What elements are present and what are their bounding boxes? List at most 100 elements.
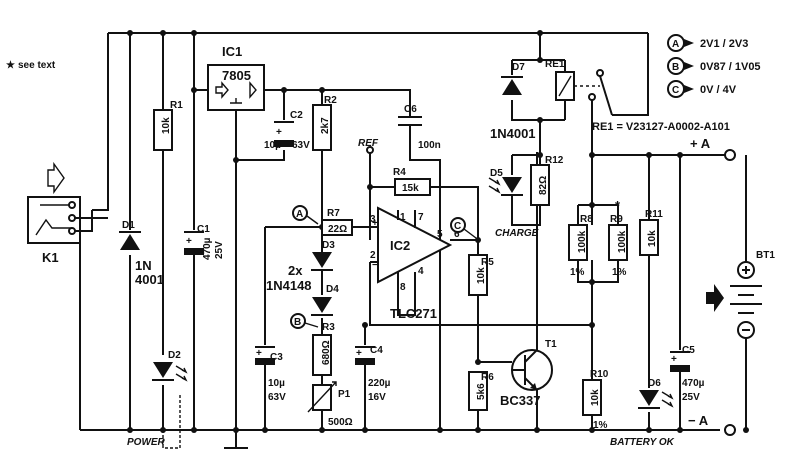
label-c3-ref: C3 <box>270 352 283 363</box>
svg-text:+: + <box>256 348 262 359</box>
ic2-pin-7: 7 <box>418 212 424 223</box>
resistor-r8 <box>568 224 588 261</box>
resistor-r7 <box>321 219 353 236</box>
resistor-r2 <box>312 104 332 151</box>
label-ref: REF <box>358 138 379 149</box>
power-input-icon <box>47 161 65 195</box>
label-d1-ref: D1 <box>122 220 135 231</box>
label-d7-value: 1N4001 <box>490 126 536 141</box>
legend-value-c: 0V / 4V <box>700 84 737 96</box>
capacitor-c3: + <box>255 346 275 365</box>
label-r9-mark: * <box>615 198 621 213</box>
capacitor-c6 <box>398 116 422 126</box>
label-d4: D4 <box>326 284 339 295</box>
svg-text:C: C <box>672 85 679 96</box>
label-c2-ref: C2 <box>290 110 303 121</box>
label-r11-value: 10k <box>647 230 658 247</box>
label-c4-ref: C4 <box>370 345 383 356</box>
relay-note: RE1 = V23127-A0002-A101 <box>592 121 730 133</box>
ic2-pin-5: 5 <box>437 229 443 240</box>
label-battery-ok: BATTERY OK <box>610 437 675 448</box>
label-t1-value: BC337 <box>500 393 540 408</box>
label-r10-value: 10k <box>590 389 601 406</box>
svg-text:B: B <box>294 317 301 328</box>
terminal-minus <box>724 424 736 436</box>
label-r3-ref: R3 <box>322 322 335 333</box>
ic2-pin-1: 1 <box>400 212 406 223</box>
label-c1-value-2: 25V <box>214 241 225 259</box>
label-r9-ref: R9 <box>610 214 623 225</box>
label-r5-ref: R5 <box>481 257 494 268</box>
led-d5 <box>488 177 523 196</box>
capacitor-c1: + <box>184 231 204 255</box>
capacitor-c5: + <box>670 351 690 372</box>
svg-text:B: B <box>672 62 679 73</box>
svg-text:+: + <box>671 354 677 365</box>
label-d1-value-2: 4001 <box>135 272 164 287</box>
label-r7-value: 22Ω <box>328 224 347 235</box>
label-bt1: BT1 <box>756 250 775 261</box>
legend-value-a: 2V1 / 2V3 <box>700 38 748 50</box>
label-c4-value-2: 16V <box>368 392 386 403</box>
ic2-pin-6: 6 <box>454 229 460 240</box>
led-d6 <box>638 390 674 409</box>
label-p1-value: 500Ω <box>328 417 353 428</box>
label-d7-ref: D7 <box>512 62 525 73</box>
label-c4-value-1: 220µ <box>368 378 391 389</box>
test-point-ref <box>366 146 374 154</box>
label-r5-value: 10k <box>476 267 487 284</box>
label-d6: D6 <box>648 378 661 389</box>
label-r8-value: 100k <box>577 230 588 253</box>
transistor-t1 <box>511 345 553 395</box>
ic2-pin-4: 4 <box>418 266 424 277</box>
legend: A 2V1 / 2V3 B 0V87 / 1V05 C 0V / 4V <box>667 34 761 98</box>
label-c2-value-1: 10µ <box>264 140 281 151</box>
resistor-r5 <box>468 254 488 296</box>
label-r2-ref: R2 <box>324 95 337 106</box>
label-r12-value: 82Ω <box>538 176 549 195</box>
label-r9-tol: 1% <box>612 267 627 278</box>
label-c5-value-2: 25V <box>682 392 700 403</box>
resistor-r12 <box>530 164 550 206</box>
label-ic2-value: TLC271 <box>390 306 437 321</box>
label-c1-ref: C1 <box>197 224 210 235</box>
resistor-r3 <box>312 334 332 376</box>
label-r8-ref: R8 <box>580 214 593 225</box>
label-c2-value-2: 63V <box>292 140 310 151</box>
marker-b: B <box>290 313 319 329</box>
label-d3: D3 <box>322 240 335 251</box>
label-c5-value-1: 470µ <box>682 378 705 389</box>
label-d34-value: 1N4148 <box>266 278 312 293</box>
ic2-minus-sign: − <box>372 260 378 271</box>
ic2-pin-8: 8 <box>400 282 406 293</box>
battery-arrow-icon <box>706 284 724 312</box>
resistor-r4 <box>394 178 431 196</box>
label-ic1-ref: IC1 <box>222 44 242 59</box>
label-r6-value: 5k6 <box>476 383 487 400</box>
label-c3-value-2: 63V <box>268 392 286 403</box>
label-c6-value: 100n <box>418 140 441 151</box>
diode-d4 <box>311 297 333 316</box>
marker-c: C <box>450 217 477 239</box>
label-d34-count: 2x <box>288 263 303 278</box>
marker-a: A <box>292 205 319 225</box>
label-d5: D5 <box>490 168 503 179</box>
svg-text:A: A <box>296 209 303 220</box>
label-r4-ref: R4 <box>393 167 406 178</box>
label-r7-ref: R7 <box>327 208 340 219</box>
label-c5-ref: C5 <box>682 345 695 356</box>
battery-bt1 <box>730 261 762 339</box>
resistor-r10 <box>582 379 602 416</box>
label-r4-value: 15k <box>402 183 419 194</box>
note-text: see text <box>18 60 56 71</box>
label-ic1-value: 7805 <box>222 68 251 83</box>
wires <box>79 32 747 431</box>
label-power: POWER <box>127 437 166 448</box>
resistor-r9 <box>608 224 628 261</box>
diode-d7 <box>501 76 523 95</box>
connector-k1 <box>27 161 108 244</box>
label-d2: D2 <box>168 350 181 361</box>
svg-text:C: C <box>454 221 461 232</box>
label-r1-ref: R1 <box>170 100 183 111</box>
